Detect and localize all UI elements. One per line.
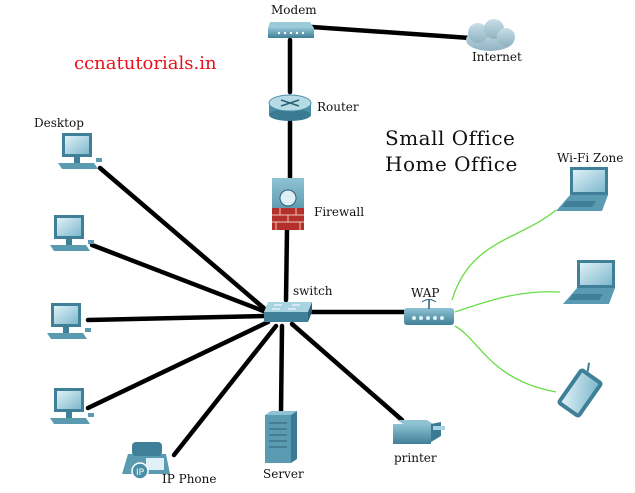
ip-phone-icon: IP <box>122 442 170 480</box>
link-switch-desktop-3 <box>85 313 267 323</box>
link-modem-internet <box>309 24 473 41</box>
label-switch: switch <box>293 284 333 298</box>
label-firewall: Firewall <box>314 205 365 219</box>
link-switch-desktop-4 <box>85 319 271 411</box>
link-switch-printer <box>289 321 405 423</box>
desktop-icon <box>47 303 91 339</box>
label-router: Router <box>317 100 359 114</box>
label-internet: Internet <box>472 50 522 64</box>
link-firewall-switch <box>283 227 290 303</box>
wap-icon <box>404 299 454 325</box>
desktop-icon <box>50 215 94 251</box>
modem-icon <box>268 22 314 38</box>
firewall-icon <box>272 178 304 230</box>
diagram-title-line-2: Home Office <box>385 152 518 176</box>
link-switch-ipphone <box>171 323 279 458</box>
server-icon <box>265 411 297 463</box>
wireless-link-laptop-1 <box>451 209 557 301</box>
wired-links <box>85 24 473 458</box>
link-switch-desktop-2 <box>89 242 269 315</box>
laptop-icon <box>563 260 615 304</box>
wireless-link-laptop-2 <box>454 291 561 313</box>
label-desktop: Desktop <box>34 116 84 130</box>
diagram-title-line-1: Small Office <box>385 126 516 150</box>
brand-watermark: ccnatutorials.in <box>74 53 217 74</box>
router-icon <box>268 94 312 121</box>
desktop-icon <box>50 388 94 424</box>
label-wap: WAP <box>411 286 440 300</box>
label-printer: printer <box>394 451 437 465</box>
label-ip-phone: IP Phone <box>162 472 217 486</box>
laptop-icon <box>556 167 608 211</box>
switch-icon <box>264 302 312 322</box>
link-switch-server <box>278 323 285 415</box>
label-wifi-zone: Wi-Fi Zone <box>557 151 624 165</box>
wireless-links <box>451 209 561 393</box>
ip-badge: IP <box>136 468 145 478</box>
cloud-icon <box>466 19 515 51</box>
link-switch-desktop-1 <box>97 165 269 313</box>
label-server: Server <box>263 467 304 481</box>
wireless-link-tablet <box>454 325 557 393</box>
desktop-icon <box>58 133 102 169</box>
tablet-icon <box>557 362 603 418</box>
printer-icon <box>393 420 445 444</box>
label-modem: Modem <box>271 3 317 17</box>
